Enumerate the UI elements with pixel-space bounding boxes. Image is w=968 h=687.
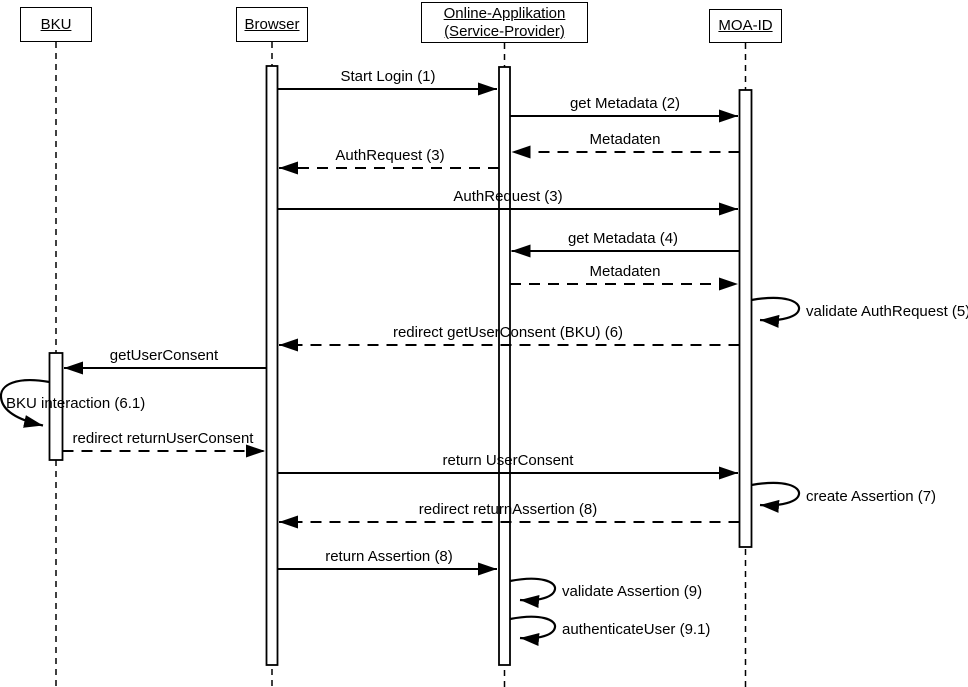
message-label-get-metadata-2: get Metadata (2): [569, 95, 681, 112]
message-label-metadaten-1: Metadaten: [589, 131, 661, 148]
actor-label-bku: BKU: [40, 15, 72, 33]
actor-box-online-app: Online-Applikation (Service-Provider): [421, 2, 588, 43]
message-label-get-metadata-4: get Metadata (4): [567, 230, 679, 247]
activation-bar-bku: [48, 352, 64, 461]
message-label-validate-authrequest: validate AuthRequest (5): [806, 303, 968, 320]
message-label-return-assertion: return Assertion (8): [325, 548, 453, 565]
self-loop-validate-assertion: [509, 577, 557, 608]
actor-box-bku: BKU: [20, 7, 92, 42]
actor-label-moa-id: MOA-ID: [718, 17, 773, 34]
message-label-authrequest-3a: AuthRequest (3): [335, 147, 445, 164]
actor-label-browser: Browser: [244, 15, 300, 33]
self-loop-authenticateuser: [509, 615, 557, 646]
self-loop-create-assertion: [751, 481, 801, 513]
message-label-redirect-returnassertion: redirect returnAssertion (8): [418, 501, 598, 518]
actor-label-online-app: Online-Applikation (Service-Provider): [443, 4, 566, 40]
self-loop-validate-authrequest: [751, 296, 801, 328]
message-label-authenticateuser: authenticateUser (9.1): [562, 621, 711, 638]
message-label-validate-assertion: validate Assertion (9): [562, 583, 703, 600]
self-loop-bku-interaction: [0, 378, 50, 428]
message-label-start-login: Start Login (1): [340, 68, 436, 85]
actor-box-moa-id: MOA-ID: [709, 9, 782, 43]
activation-bar-moa-id: [738, 89, 753, 548]
message-label-authrequest-3b: AuthRequest (3): [453, 188, 563, 205]
message-label-getuserconsent: getUserConsent: [109, 347, 219, 364]
message-label-bku-interaction: BKU interaction (6.1): [6, 395, 146, 412]
message-label-redirect-getuserconsent: redirect getUserConsent (BKU) (6): [392, 324, 624, 341]
actor-box-browser: Browser: [236, 7, 308, 42]
activation-bar-browser: [265, 65, 279, 666]
message-label-create-assertion: create Assertion (7): [806, 488, 937, 505]
activation-bar-online-app: [498, 66, 511, 666]
message-label-metadaten-2: Metadaten: [589, 263, 661, 280]
message-label-redirect-returnuserconsent: redirect returnUserConsent: [72, 430, 254, 447]
message-label-return-userconsent: return UserConsent: [442, 452, 574, 469]
